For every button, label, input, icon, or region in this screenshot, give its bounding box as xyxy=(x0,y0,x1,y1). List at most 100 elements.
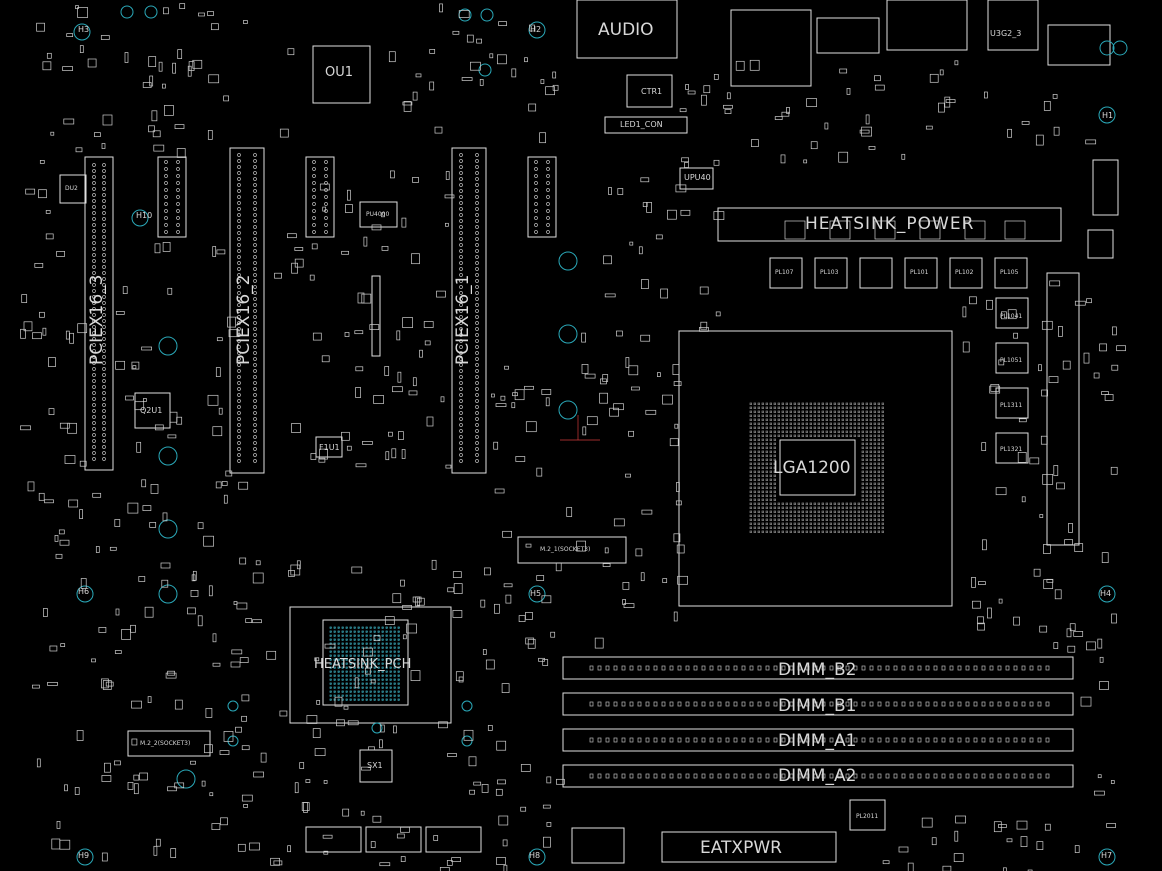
audio-label: AUDIO xyxy=(598,20,654,40)
dimm-b2-label: DIMM_B2 xyxy=(778,660,857,680)
h9-label: H9 xyxy=(78,851,90,860)
mounting-hole xyxy=(558,324,578,344)
pch-chip xyxy=(322,619,409,706)
mounting-hole xyxy=(144,5,158,19)
h7-label: H7 xyxy=(1101,851,1113,860)
rear-io-usb-d xyxy=(1047,24,1111,66)
mounting-hole xyxy=(76,848,94,866)
mounting-hole xyxy=(131,209,149,227)
mounting-hole xyxy=(158,336,178,356)
ctr1-chip xyxy=(626,74,673,108)
mounting-hole xyxy=(528,21,546,39)
ou1-label: OU1 xyxy=(325,65,354,80)
audio-block xyxy=(576,0,678,59)
pl105-label: PL105 xyxy=(1000,269,1019,276)
cpu-socket-core xyxy=(779,439,856,496)
du2-label: DU2 xyxy=(65,185,78,192)
pciex16-1-label: PCIEX16_1 xyxy=(453,274,473,365)
sx1-chip xyxy=(359,749,393,783)
h3-label: H3 xyxy=(78,25,90,34)
pl101-label: PL101 xyxy=(910,269,929,276)
pch-heatsink-outline xyxy=(289,606,452,724)
pcie-x1-slot-b xyxy=(305,156,335,238)
mounting-hole xyxy=(480,8,494,22)
pciex16-3-slot xyxy=(84,156,114,471)
mounting-hole xyxy=(1098,106,1116,124)
q2u1-label: Q2U1 xyxy=(140,406,163,415)
mounting-hole xyxy=(528,848,546,866)
ou1-chip xyxy=(312,45,371,104)
dimm-a1-slot xyxy=(562,728,1074,752)
cpu-socket-outline xyxy=(678,330,953,607)
mounting-hole xyxy=(176,769,196,789)
rear-io-usb-b xyxy=(886,0,968,51)
rear-io-usb-a xyxy=(816,17,880,54)
mounting-hole xyxy=(76,585,94,603)
h8-label: H8 xyxy=(529,851,541,860)
heatsink-power-outline xyxy=(717,207,1062,242)
pl103-label: PL103 xyxy=(820,269,839,276)
h5-label: H5 xyxy=(530,589,542,598)
mounting-hole xyxy=(120,5,134,19)
mounting-hole xyxy=(1112,40,1128,56)
mounting-hole xyxy=(1098,585,1116,603)
m2-2-label: M.2_2(SOCKET3) xyxy=(140,740,191,747)
eatxpwr-label: EATXPWR xyxy=(700,838,782,858)
sx1-label: SX1 xyxy=(367,761,383,770)
mounting-hole xyxy=(461,735,473,747)
pl2011-label: PL2011 xyxy=(856,813,879,820)
h2-label: H2 xyxy=(530,25,542,34)
h10-label: H10 xyxy=(136,211,153,220)
mounting-hole xyxy=(1098,848,1116,866)
pl1311-label: PL1311 xyxy=(1000,402,1023,409)
pciex16-2-slot xyxy=(229,147,265,474)
mounting-hole xyxy=(158,519,178,539)
rear-io-lan xyxy=(730,9,812,87)
mounting-hole xyxy=(461,700,473,712)
pl102-label: PL102 xyxy=(955,269,974,276)
mounting-hole xyxy=(158,446,178,466)
dimm-a2-slot xyxy=(562,764,1074,788)
m2-1-socket xyxy=(517,536,627,564)
pcie-x1-slot-c xyxy=(527,156,557,238)
rear-io-usb-c xyxy=(987,0,1039,51)
pciex16-3-label: PCIEX16_3 xyxy=(87,274,107,365)
dimm-a2-label: DIMM_A2 xyxy=(778,766,857,786)
h1-label: H1 xyxy=(1102,111,1114,120)
mounting-hole xyxy=(558,400,578,420)
heatsink-pch-label: HEATSINK_PCH xyxy=(314,657,412,672)
u3g2-label: U3G2_3 xyxy=(990,29,1022,38)
mounting-hole xyxy=(158,584,178,604)
mounting-hole xyxy=(558,251,578,271)
pcie-x1-slot-a xyxy=(157,156,187,238)
f1u1-label: F1U1 xyxy=(319,443,340,452)
dimm-b2-slot xyxy=(562,656,1074,680)
mounting-hole xyxy=(227,700,239,712)
h6-label: H6 xyxy=(78,587,90,596)
dimm-a1-label: DIMM_A1 xyxy=(778,731,857,751)
mounting-hole xyxy=(371,722,383,734)
upu40-label: UPU40 xyxy=(684,173,711,182)
lga1200-label: LGA1200 xyxy=(773,458,851,478)
pciex16-2-label: PCIEX16_2 xyxy=(234,274,254,365)
pu4000-label: PU4000 xyxy=(366,211,390,218)
h4-label: H4 xyxy=(1100,589,1112,598)
mounting-hole xyxy=(73,23,91,41)
mounting-hole xyxy=(1099,40,1115,56)
eatxpwr-connector xyxy=(661,831,837,863)
led1-con-label: LED1_CON xyxy=(620,120,663,129)
pl1041-label: PL1041 xyxy=(1000,313,1023,320)
ctr1-label: CTR1 xyxy=(641,87,663,96)
pl1051-label: PL1051 xyxy=(1000,357,1023,364)
mounting-hole xyxy=(528,585,546,603)
dimm-b1-label: DIMM_B1 xyxy=(778,696,857,716)
m2-1-label: M.2_1(SOCKET3) xyxy=(540,546,591,553)
heatsink-power-label: HEATSINK_POWER xyxy=(805,214,975,234)
pl1321-label: PL1321 xyxy=(1000,446,1023,453)
pl107-label: PL107 xyxy=(775,269,794,276)
led1-con xyxy=(604,116,688,134)
vrm-column xyxy=(1046,272,1080,546)
m2-2-socket xyxy=(127,730,211,757)
dimm-b1-slot xyxy=(562,692,1074,716)
